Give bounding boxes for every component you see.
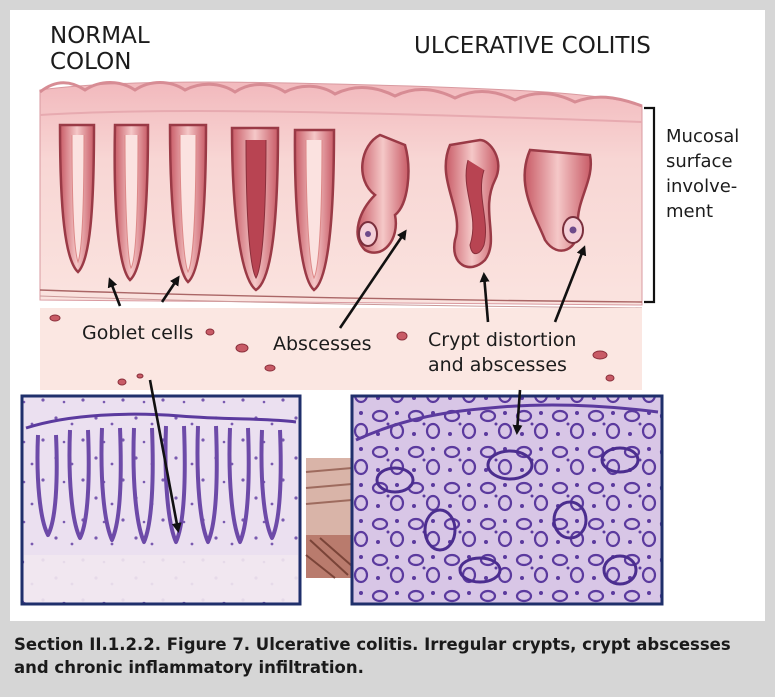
arrow-goblet-histology (148, 379, 182, 533)
muscle-layer (305, 458, 353, 579)
label-arrows (107, 229, 587, 533)
ulcerative-crypts (356, 133, 593, 269)
label-goblet-cells: Goblet cells (82, 322, 194, 344)
label-normal-colon: NORMAL COLON (50, 23, 150, 75)
normal-crypts (58, 123, 336, 292)
arrow-crypt-abscess (553, 245, 587, 323)
label-crypt-distortion: Crypt distortion and abscesses (428, 329, 577, 376)
arrow-goblet-left (107, 277, 122, 307)
ulcerative-histology-panel (350, 394, 664, 606)
mucosal-bracket (644, 106, 656, 304)
normal-histology-panel (20, 394, 302, 606)
arrow-crypt-distortion (479, 272, 490, 323)
colon-diagram (20, 81, 664, 606)
arrow-abscesses (338, 229, 407, 329)
label-mucosal-surface: Mucosal surface involve- ment (666, 126, 740, 222)
arrow-crypt-histology (512, 389, 523, 435)
inflammatory-cells (49, 314, 615, 386)
label-abscesses: Abscesses (273, 333, 372, 355)
figure-panel: NORMAL COLON ULCERATIVE COLITIS Mucosal … (10, 10, 765, 621)
figure-caption: Section II.1.2.2. Figure 7. Ulcerative c… (14, 635, 731, 677)
label-ulcerative-colitis: ULCERATIVE COLITIS (414, 33, 651, 59)
arrow-goblet-right (160, 275, 180, 303)
